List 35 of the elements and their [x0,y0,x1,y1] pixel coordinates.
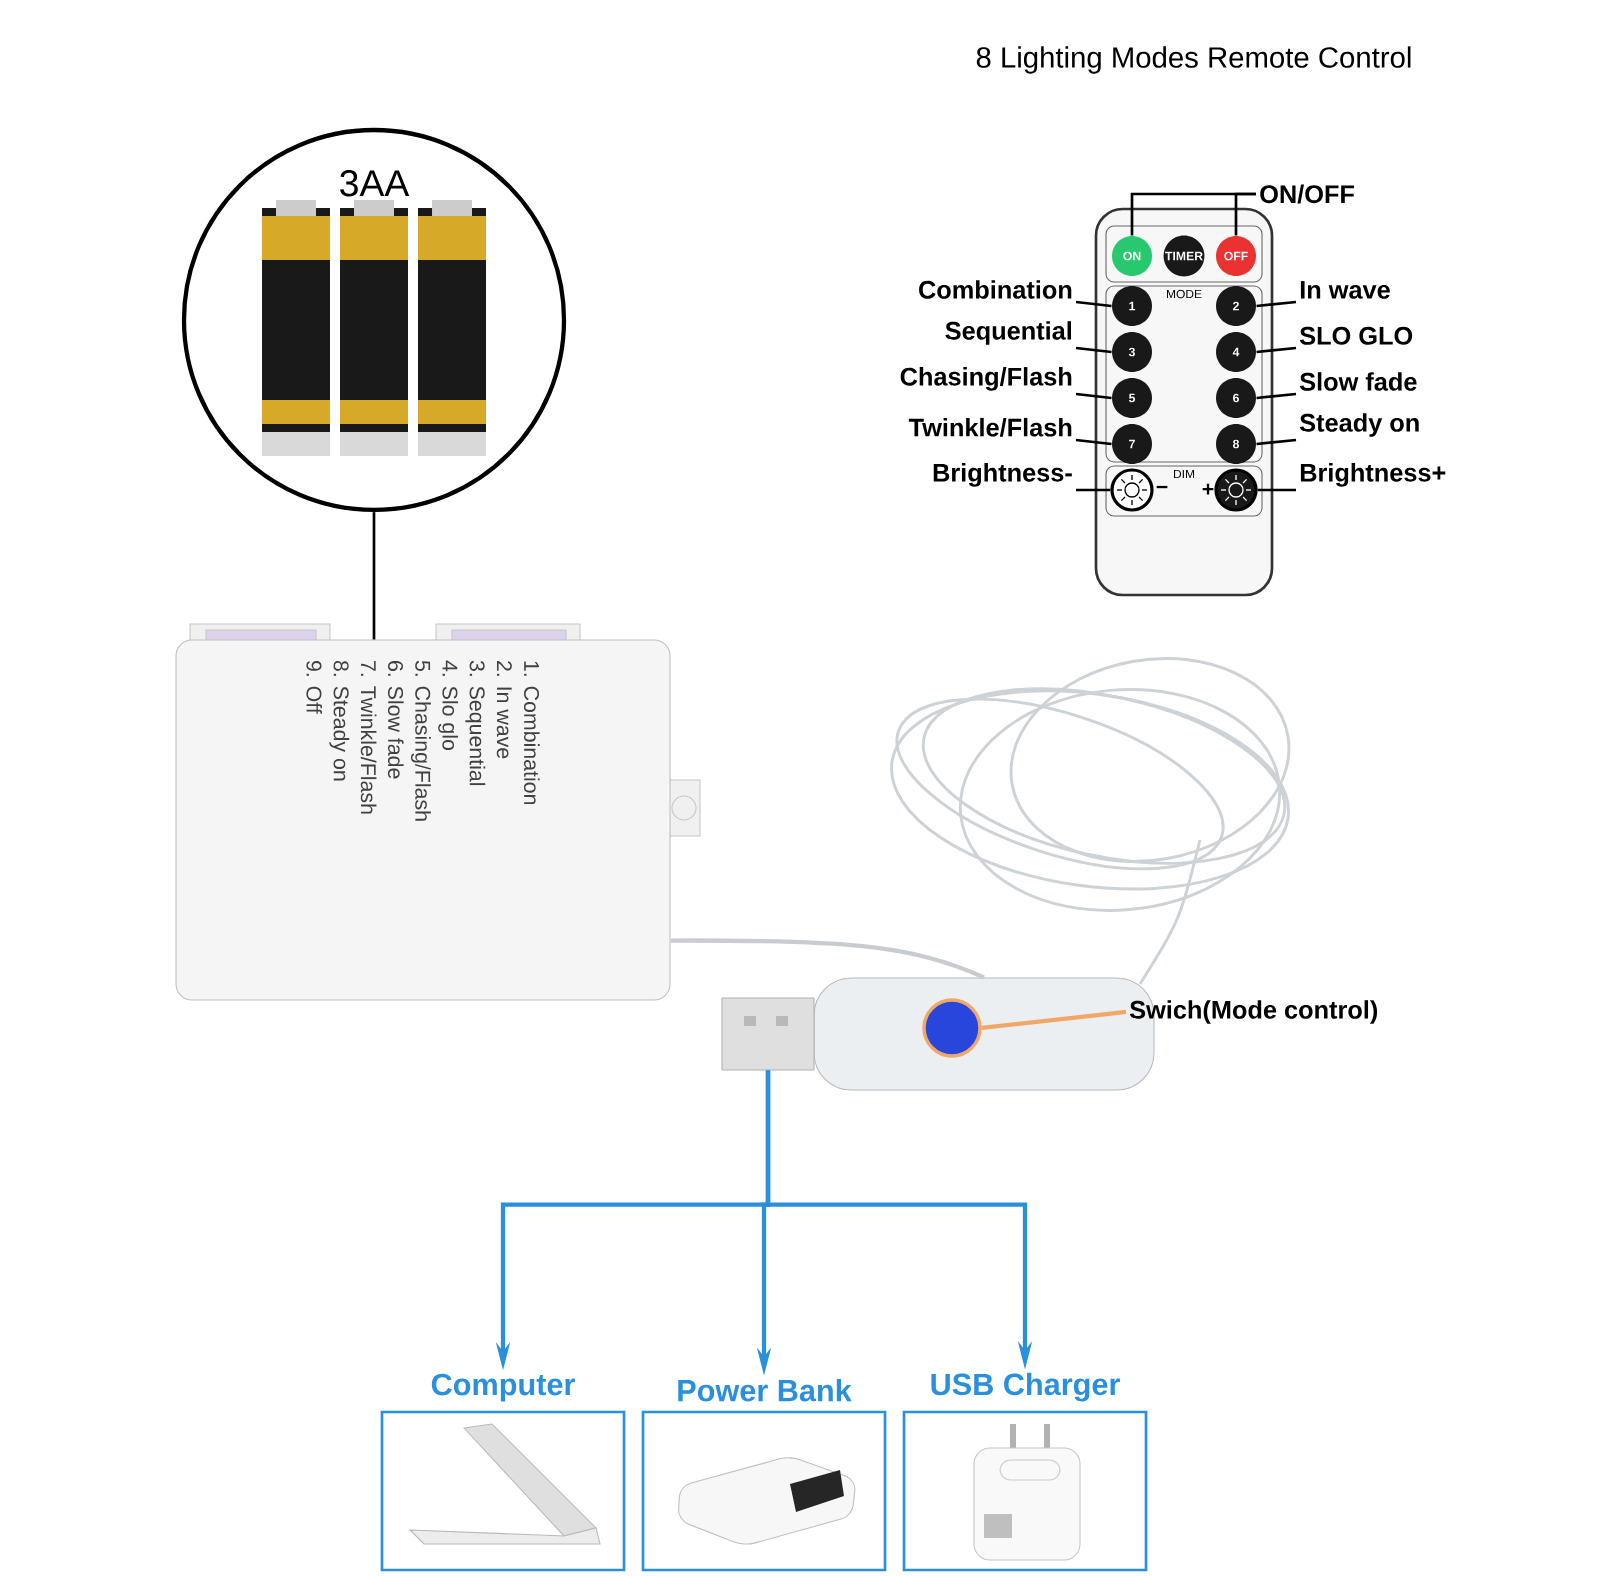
leader-line [1256,392,1297,400]
panel-label: − [1156,485,1168,489]
callout-label: Sequential [945,321,1071,345]
leader-line [1234,192,1256,236]
cable [670,938,985,980]
leader-line [1075,346,1112,354]
device-box: Computer [380,1373,626,1572]
callout-label: Slow fade [1299,372,1417,391]
leader-line [372,512,376,640]
node-label: Computer [431,1373,575,1402]
node-label: USB Charger [931,1372,1120,1402]
leader-line [1075,300,1112,308]
callout-label: Twinkle/Flash [908,417,1072,437]
device-box: Power Bank [641,1378,887,1572]
leader-line [1256,300,1297,308]
callout-label: Swich(Mode control) [1129,1000,1378,1024]
leader-line [1075,392,1112,400]
callout-label: Chasing/Flash [900,367,1072,391]
node-label: Power Bank [678,1378,852,1402]
title: 8 Lighting Modes Remote Control [976,46,1411,74]
panel-label: + [1202,483,1214,495]
callout-label: In wave [1300,281,1390,299]
leader-line [1257,488,1296,492]
callout-label: Steady on [1299,413,1419,437]
leader-line [1076,488,1111,492]
leader-line [1075,438,1112,446]
callout-label: Brightness- [933,463,1072,487]
leader-line [1256,438,1297,446]
callout-label: ON/OFF [1260,184,1354,204]
callout-label: SLO GLO [1299,326,1413,345]
battery-box: 1. Combination 2. In wave 3. Sequential 4. Slo glo 5. Chasing/Flash 6. Slow fade 7. Twinkle/Flash 8. Steady on 9. Off [175,639,671,1001]
device-box: USB Charger [902,1372,1148,1572]
leader-line [1256,346,1297,354]
callout-label: Brightness+ [1300,463,1446,487]
callout-label: Combination [919,280,1072,299]
